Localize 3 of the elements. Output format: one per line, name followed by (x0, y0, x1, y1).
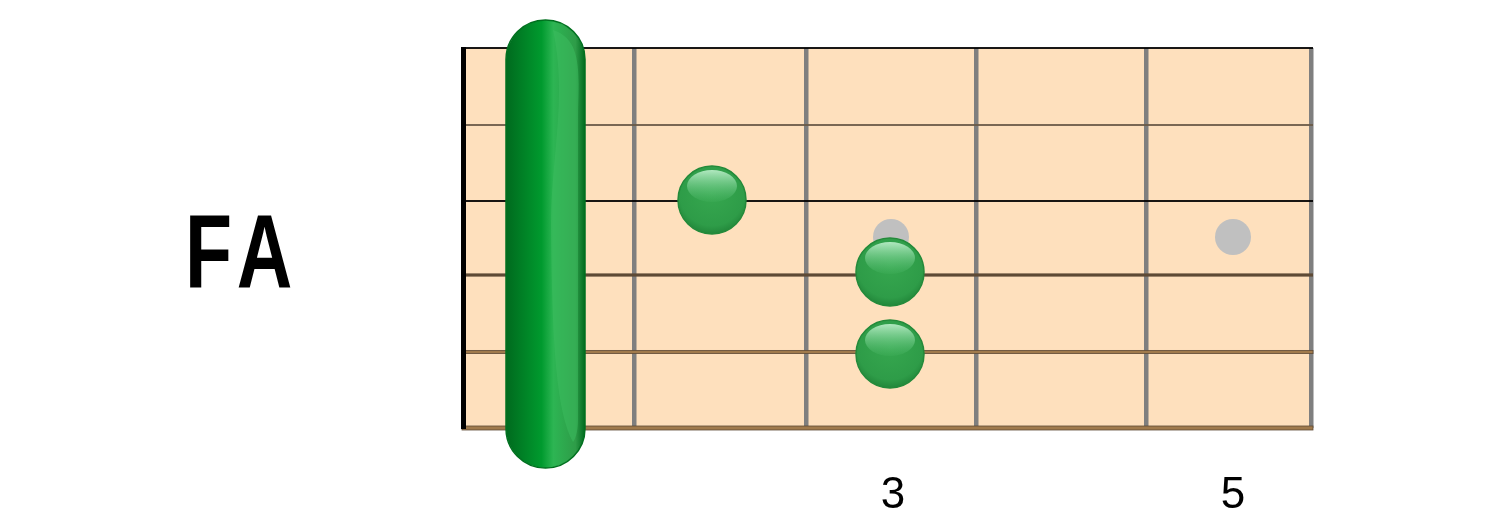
chord-name: FA (185, 199, 302, 303)
fret-number: 3 (880, 471, 906, 515)
fret-number: 5 (1220, 471, 1246, 515)
